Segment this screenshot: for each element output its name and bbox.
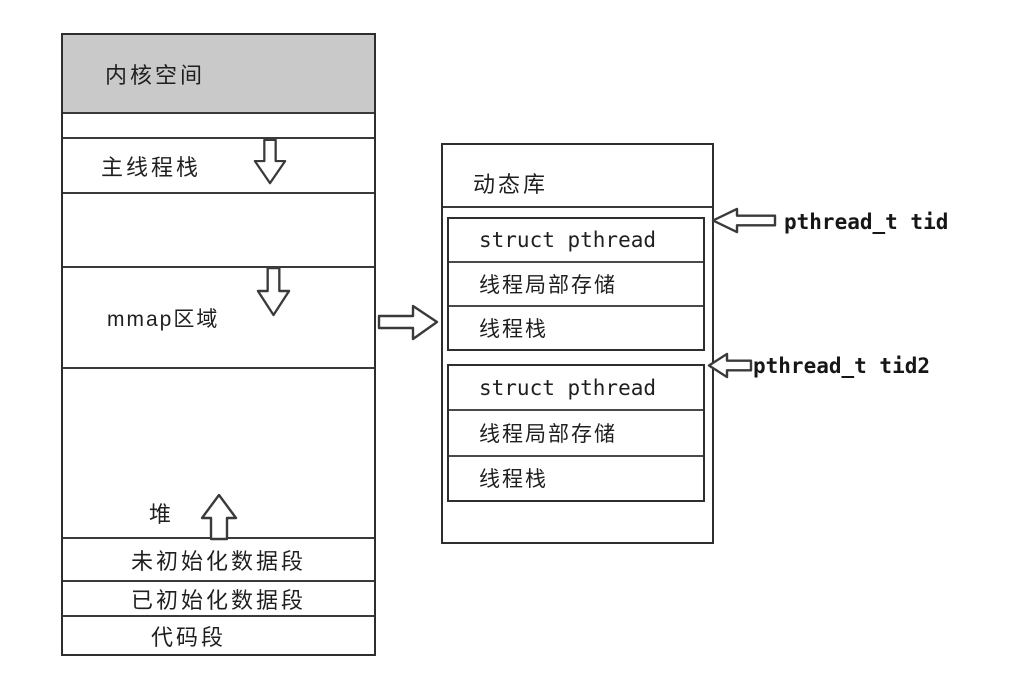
segment-main-thread-stack: 主线程栈 bbox=[63, 139, 374, 194]
thread1-struct-pthread-row: struct pthread bbox=[449, 219, 703, 263]
dynamic-library-box: 动态库 struct pthread 线程局部存储 线程栈 struct pth… bbox=[441, 143, 714, 544]
mmap-down-arrow-icon bbox=[256, 267, 291, 317]
library-title-row: 动态库 bbox=[443, 145, 712, 208]
segment-heap-label: 堆 bbox=[149, 501, 175, 527]
segment-mmap-label: mmap区域 bbox=[107, 307, 220, 331]
thread1-tls-row: 线程局部存储 bbox=[449, 263, 703, 307]
thread2-stack-label: 线程栈 bbox=[479, 468, 548, 492]
thread1-stack-label: 线程栈 bbox=[479, 318, 548, 341]
pthread-tid-label: pthread_t tid bbox=[784, 210, 949, 234]
segment-kernel-label: 内核空间 bbox=[105, 62, 206, 88]
segment-bss: 未初始化数据段 bbox=[63, 539, 374, 583]
mmap-to-library-right-arrow-icon bbox=[377, 303, 439, 342]
segment-empty-gap bbox=[63, 194, 374, 269]
segment-code-label: 代码段 bbox=[150, 624, 226, 650]
segment-spacer-top bbox=[63, 114, 374, 140]
tid2-left-arrow-icon bbox=[707, 352, 753, 379]
main-stack-down-arrow-icon bbox=[253, 139, 287, 185]
thread2-struct-pthread-row: struct pthread bbox=[449, 366, 703, 412]
tid-left-arrow-icon bbox=[711, 207, 777, 234]
segment-bss-label: 未初始化数据段 bbox=[130, 548, 306, 574]
segment-main-thread-stack-label: 主线程栈 bbox=[101, 154, 202, 180]
segment-mmap-region: mmap区域 bbox=[63, 268, 374, 369]
segment-data: 已初始化数据段 bbox=[63, 582, 374, 618]
thread2-struct-label: struct pthread bbox=[479, 375, 657, 400]
thread1-tls-label: 线程局部存储 bbox=[479, 274, 617, 297]
heap-up-arrow-icon bbox=[200, 494, 238, 541]
segment-kernel-space: 内核空间 bbox=[63, 35, 374, 115]
thread2-tls-label: 线程局部存储 bbox=[479, 422, 617, 446]
segment-data-label: 已初始化数据段 bbox=[130, 587, 306, 613]
thread2-block: struct pthread 线程局部存储 线程栈 bbox=[447, 364, 705, 502]
thread1-block: struct pthread 线程局部存储 线程栈 bbox=[447, 217, 705, 351]
thread1-struct-label: struct pthread bbox=[479, 228, 657, 252]
thread2-tls-row: 线程局部存储 bbox=[449, 411, 703, 457]
pthread-tid2-label: pthread_t tid2 bbox=[753, 354, 931, 378]
thread2-stack-row: 线程栈 bbox=[449, 457, 703, 500]
thread1-stack-row: 线程栈 bbox=[449, 307, 703, 349]
segment-code: 代码段 bbox=[63, 617, 374, 654]
process-memory-box: 内核空间 主线程栈 mmap区域 堆 未初始化数据段 已初始化数据段 代码段 bbox=[61, 33, 376, 656]
library-title: 动态库 bbox=[473, 171, 549, 197]
